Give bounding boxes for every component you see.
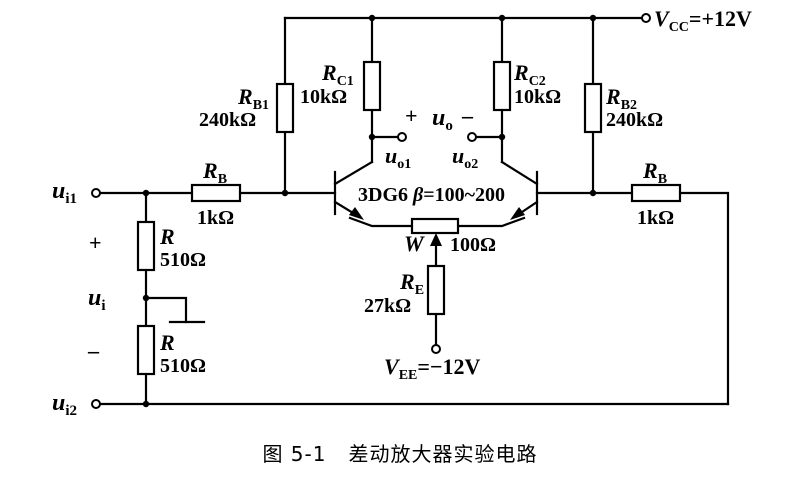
re-value-label: 27kΩ bbox=[364, 295, 411, 317]
resistor-rb-right bbox=[630, 183, 682, 203]
w-symbol-label: W bbox=[404, 231, 425, 256]
uo2-label: uo2 bbox=[452, 143, 478, 172]
rb1-value-label: 240kΩ bbox=[199, 109, 256, 131]
potentiometer-w bbox=[410, 217, 460, 235]
vee-label: VEE=−12V bbox=[384, 354, 480, 383]
r-top-value-label: 510Ω bbox=[160, 249, 206, 271]
rb2-symbol-label: RB2 bbox=[605, 84, 637, 113]
rb-left-symbol-label: RB bbox=[202, 158, 227, 187]
figure-number: 图 5-1 bbox=[262, 442, 327, 466]
rb-right-value-label: 1kΩ bbox=[637, 207, 674, 229]
uo1-label: uo1 bbox=[385, 143, 411, 172]
junctions bbox=[142, 14, 597, 408]
resistor-rc2 bbox=[492, 60, 512, 112]
re-symbol-label: RE bbox=[399, 269, 424, 298]
terminal-uo2 bbox=[467, 132, 477, 142]
resistor-rb-left bbox=[190, 183, 242, 203]
differential-amplifier-circuit: VCC=+12V RB1 240kΩ RC1 10kΩ RC2 10kΩ RB2… bbox=[52, 6, 752, 419]
ui2-label: ui2 bbox=[52, 390, 77, 419]
figure-caption: 图 5-1 差动放大器实验电路 bbox=[0, 438, 800, 467]
rb1-symbol-label: RB1 bbox=[237, 84, 269, 113]
terminal-vee bbox=[431, 344, 441, 354]
rc1-symbol-label: RC1 bbox=[321, 60, 354, 89]
uo-label: uo bbox=[432, 105, 453, 134]
rc2-symbol-label: RC2 bbox=[513, 60, 546, 89]
resistor-re bbox=[426, 264, 446, 316]
transistor-left bbox=[333, 160, 374, 220]
r-top-symbol-label: R bbox=[159, 224, 175, 249]
rb-right-symbol-label: RB bbox=[642, 158, 667, 187]
emitter-arrow-left bbox=[349, 207, 364, 220]
r-bottom-symbol-label: R bbox=[159, 330, 175, 355]
w-value-label: 100Ω bbox=[450, 234, 496, 256]
rc1-value-label: 10kΩ bbox=[300, 86, 347, 108]
uo-plus-sign: + bbox=[405, 103, 418, 128]
resistor-rb2 bbox=[583, 82, 603, 134]
emitter-arrow-right bbox=[510, 207, 525, 220]
rc2-value-label: 10kΩ bbox=[514, 86, 561, 108]
ui1-label: ui1 bbox=[52, 178, 77, 207]
ui-label: ui bbox=[88, 285, 106, 314]
wiper-arrow bbox=[430, 233, 442, 246]
wires bbox=[98, 16, 730, 406]
transistor-right bbox=[500, 160, 539, 220]
resistor-r-bottom bbox=[136, 324, 156, 376]
vcc-label: VCC=+12V bbox=[654, 6, 752, 35]
resistor-rb1 bbox=[275, 82, 295, 134]
resistor-rc1 bbox=[362, 60, 382, 112]
terminal-vcc bbox=[641, 13, 651, 23]
rb-left-value-label: 1kΩ bbox=[197, 207, 234, 229]
uo-minus-sign: – bbox=[461, 103, 474, 128]
input-plus-sign: + bbox=[89, 230, 102, 255]
r-bottom-value-label: 510Ω bbox=[160, 355, 206, 377]
terminal-ui2 bbox=[91, 399, 101, 409]
rb2-value-label: 240kΩ bbox=[606, 109, 663, 131]
figure-title: 差动放大器实验电路 bbox=[348, 442, 538, 466]
resistor-r-top bbox=[136, 220, 156, 272]
terminal-uo1 bbox=[397, 132, 407, 142]
input-minus-sign: – bbox=[87, 338, 100, 363]
terminal-ui1 bbox=[91, 188, 101, 198]
